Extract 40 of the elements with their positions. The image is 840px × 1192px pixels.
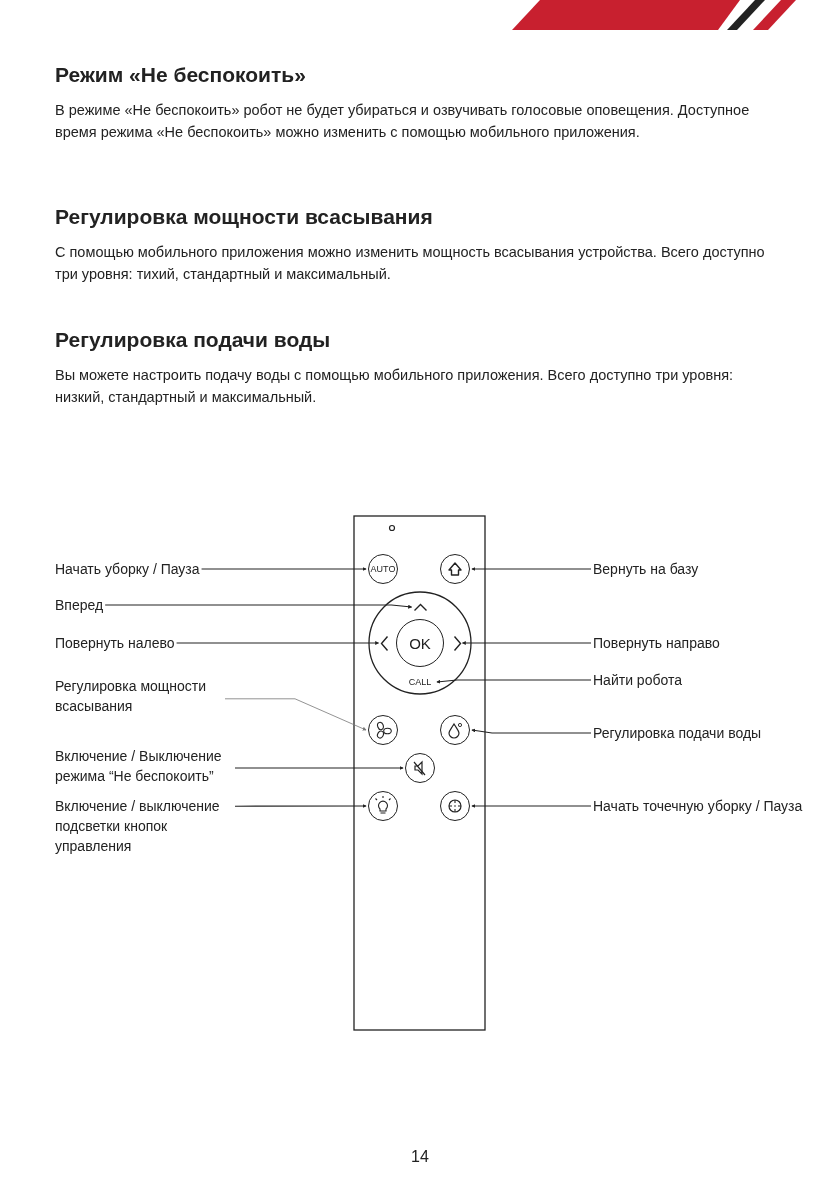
section-heading: Режим «Не беспокоить»: [55, 62, 306, 88]
leader-line: [201, 567, 367, 571]
remote-button: OK: [396, 619, 444, 667]
chevron-icon: [380, 635, 388, 651]
leader-line: [471, 567, 592, 571]
callout-text: Регулировка подачи воды: [593, 723, 762, 743]
chevron-icon: [413, 603, 427, 611]
remote-button: [405, 753, 435, 783]
callout-text: Начать уборку / Пауза: [55, 559, 200, 579]
leader-line: [234, 766, 404, 770]
leader-line: [471, 804, 592, 808]
leader-line: [104, 604, 413, 609]
callout-text: Включение / Выключение режима “Не беспокоить”: [55, 746, 233, 786]
button-label: CALL: [405, 676, 435, 688]
leader-line: [471, 728, 592, 734]
section-heading: Регулировка мощности всасывания: [55, 204, 433, 230]
paragraph: С помощью мобильного приложения можно изменить мощность всасывания устройства. Всего доступно три уровня: тихий, стандартный и максимальный.: [55, 243, 766, 284]
paragraph: Вы можете настроить подачу воды с помощью мобильного приложения. Всего доступно три уровня: низкий, стандартный и максимальный.: [55, 366, 735, 407]
callout-text: Вернуть на базу: [593, 559, 699, 579]
callout-text: Найти робота: [593, 670, 682, 690]
leader-line: [234, 804, 367, 808]
callout-text: Вперед: [55, 595, 104, 615]
callout-text: Начать точечную уборку / Пауза: [593, 796, 803, 816]
leader-line: [176, 641, 380, 645]
page-number: 14: [411, 1147, 429, 1167]
callout-text: Регулировка мощности всасывания: [55, 676, 223, 716]
remote-button: [368, 791, 398, 821]
remote-button: [440, 554, 470, 584]
chevron-icon: [453, 635, 461, 651]
remote-button: [368, 715, 398, 745]
remote-button: AUTO: [368, 554, 398, 584]
paragraph: В режиме «Не беспокоить» робот не будет убираться и озвучивать голосовые оповещения. Доступное время режима «Не беспокоить» можно изменить с помощью мобильного приложения.: [55, 101, 751, 142]
leader-line: [436, 679, 592, 684]
remote-button: [440, 715, 470, 745]
callout-text: Включение / выключение подсветки кнопок управления: [55, 796, 233, 856]
callout-text: Повернуть налево: [55, 633, 175, 653]
callout-text: Повернуть направо: [593, 633, 720, 653]
remote-button: [440, 791, 470, 821]
leader-line: [461, 641, 592, 645]
section-heading: Регулировка подачи воды: [55, 327, 331, 353]
